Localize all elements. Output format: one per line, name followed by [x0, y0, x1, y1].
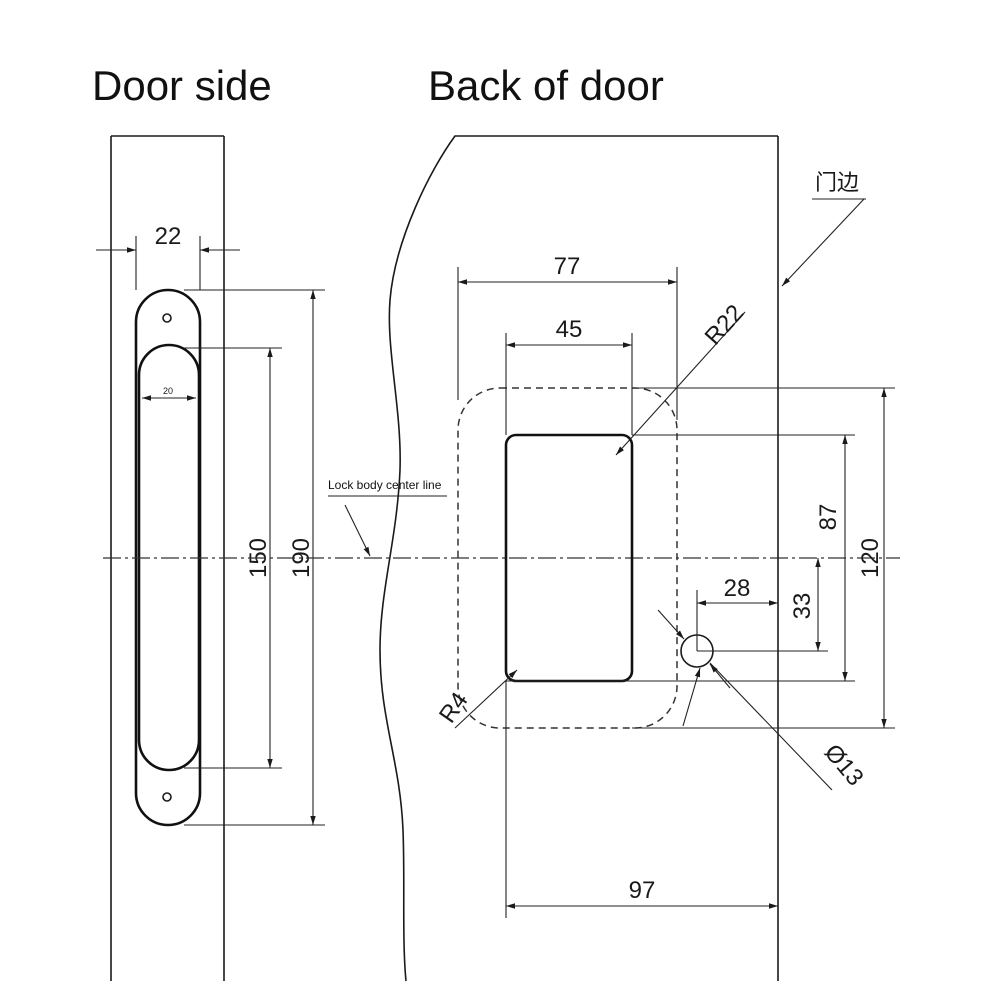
door-edge-note: 门边	[815, 171, 859, 196]
center-line-annotation: Lock body center line	[328, 478, 447, 557]
door-edge-leader	[781, 198, 865, 287]
bottom-screw-hole	[162, 792, 172, 802]
outer-cutout-dashed	[457, 387, 678, 729]
d13-small-leader	[682, 667, 701, 727]
dim-20-label: 20	[163, 386, 173, 396]
back-of-door-title: Back of door	[428, 62, 664, 109]
dim-45-label: 45	[556, 316, 583, 343]
dim-77-label: 77	[554, 253, 581, 280]
d13-arrow-top	[657, 609, 685, 640]
r4-label: R4	[434, 687, 474, 728]
dim-28-label: 28	[724, 575, 751, 602]
r4-leader	[454, 669, 518, 729]
door-side-title: Door side	[92, 62, 272, 109]
dim-87-label: 87	[815, 504, 842, 531]
dim-22-label: 22	[155, 223, 182, 250]
r22-label: R22	[700, 300, 750, 351]
door-side-view: 22 20 150 190	[96, 135, 325, 981]
d13-arrow-bottom	[709, 663, 731, 689]
center-line-note: Lock body center line	[328, 478, 442, 492]
door-break-outline	[379, 135, 778, 982]
dim-97-label: 97	[629, 877, 656, 904]
dim-33-label: 33	[789, 593, 816, 620]
top-screw-hole	[162, 313, 172, 323]
r22-leader	[615, 311, 746, 456]
center-line-leader	[344, 504, 371, 557]
dim-120-label: 120	[857, 538, 884, 578]
d13-leader	[709, 662, 833, 791]
